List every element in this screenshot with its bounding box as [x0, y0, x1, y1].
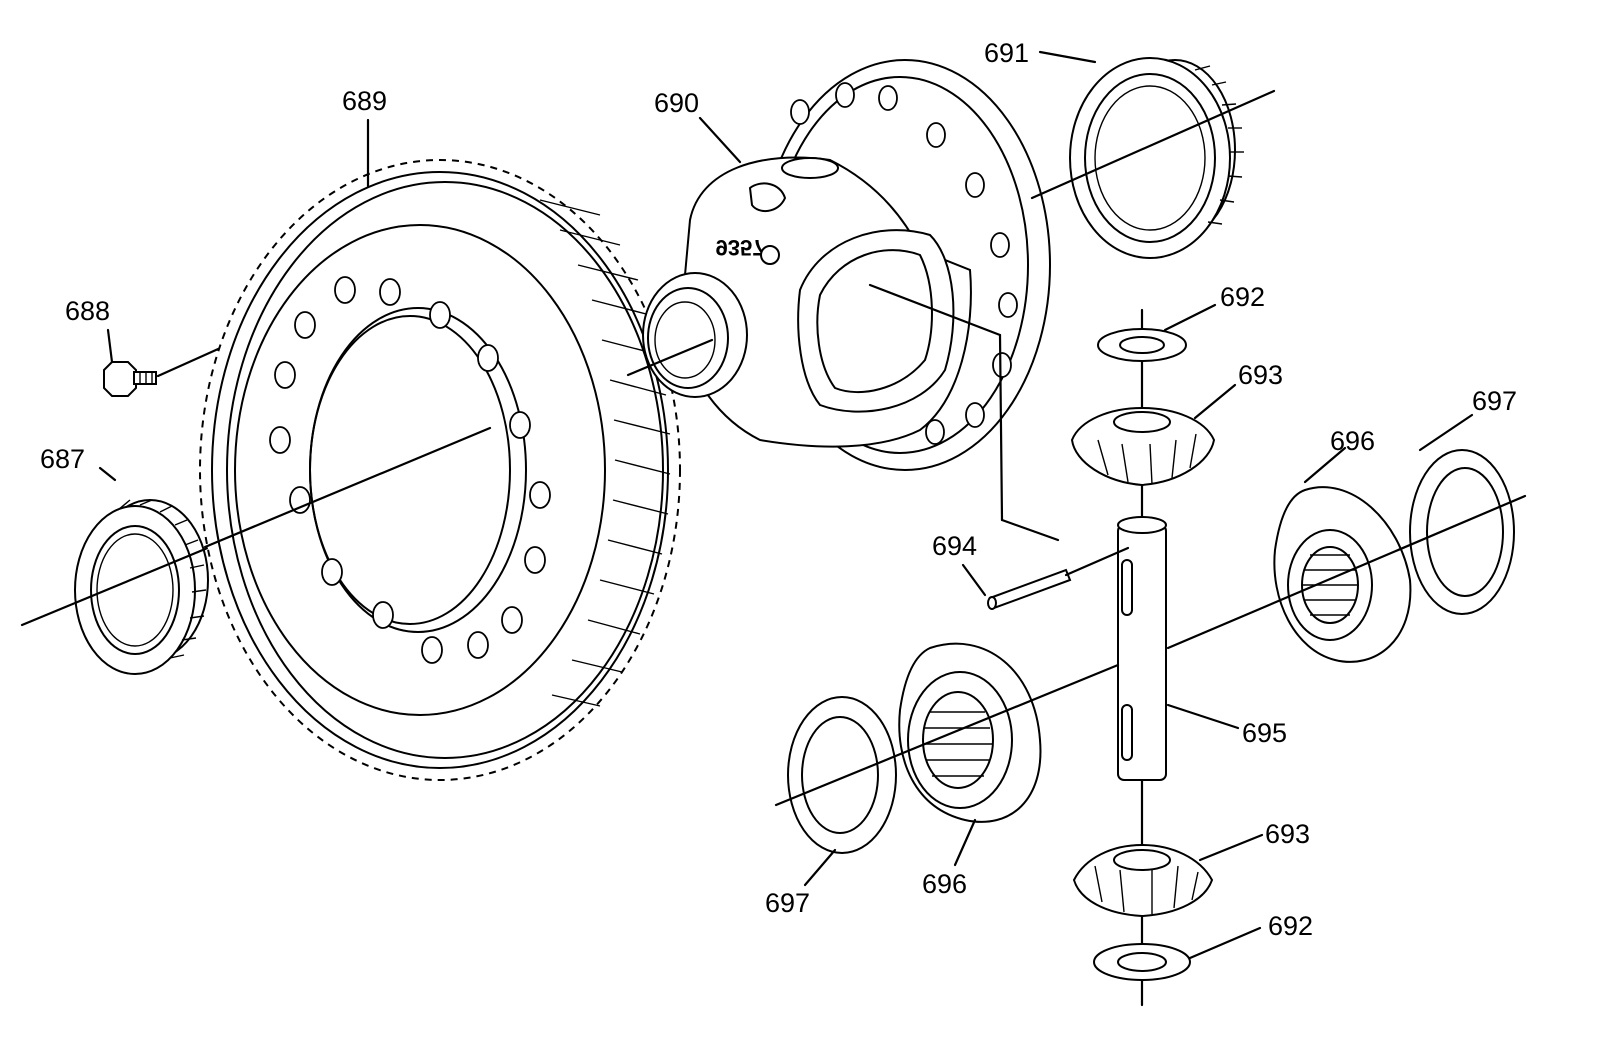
- thrust-washer-692-bottom: [1093, 943, 1191, 981]
- callout-690: 690: [654, 88, 699, 118]
- thrust-washer-692-top: [1097, 328, 1187, 362]
- pin-guide-diagonal: [1000, 518, 1060, 542]
- leader-lines: [98, 50, 1474, 960]
- callout-692-top: 692: [1220, 282, 1265, 312]
- case-marking: 9357: [716, 235, 765, 260]
- bearing-687: [74, 499, 209, 675]
- callout-labels: 687 688 689 690 691 692 693 694 695 696 …: [40, 38, 1517, 941]
- pin-guide-vertical: [998, 333, 1004, 522]
- lock-pin-694: [987, 568, 1072, 610]
- ring-gear-689: [199, 159, 681, 781]
- axis-line-689: [203, 426, 492, 549]
- callout-697-right: 697: [1472, 386, 1517, 416]
- axis-line-691: [1030, 89, 1276, 200]
- pin-axis-line: [1064, 546, 1130, 577]
- callout-689: 689: [342, 86, 387, 116]
- callout-692-bottom: 692: [1268, 911, 1313, 941]
- callout-687: 687: [40, 444, 85, 474]
- callout-696-right: 696: [1330, 426, 1375, 456]
- cross-shaft-695: [1117, 516, 1167, 781]
- axis-line-right-gears: [1166, 494, 1527, 650]
- callout-694: 694: [932, 531, 977, 561]
- axis-line-690: [626, 338, 714, 377]
- callout-693-top: 693: [1238, 360, 1283, 390]
- pinion-gear-693-top: [1070, 406, 1216, 487]
- callout-688: 688: [65, 296, 110, 326]
- pinion-gear-693-bottom: [1072, 843, 1214, 918]
- axis-line-bottom-gears: [774, 663, 1120, 807]
- pin-bore-line: [868, 283, 1002, 337]
- axis-line-687: [20, 545, 212, 627]
- callout-697-bottom: 697: [765, 888, 810, 918]
- callout-693-bottom: 693: [1265, 819, 1310, 849]
- thrust-washer-697-right: [1409, 449, 1515, 615]
- callout-691: 691: [984, 38, 1029, 68]
- thrust-washer-697-bottom: [787, 696, 897, 854]
- side-gear-696-bottom: [898, 642, 1042, 823]
- differential-case-690: 9357: [642, 59, 1051, 471]
- callout-696-bottom: 696: [922, 869, 967, 899]
- callout-695: 695: [1242, 718, 1287, 748]
- bearing-691: [1069, 57, 1244, 259]
- bolt-688: [103, 361, 157, 397]
